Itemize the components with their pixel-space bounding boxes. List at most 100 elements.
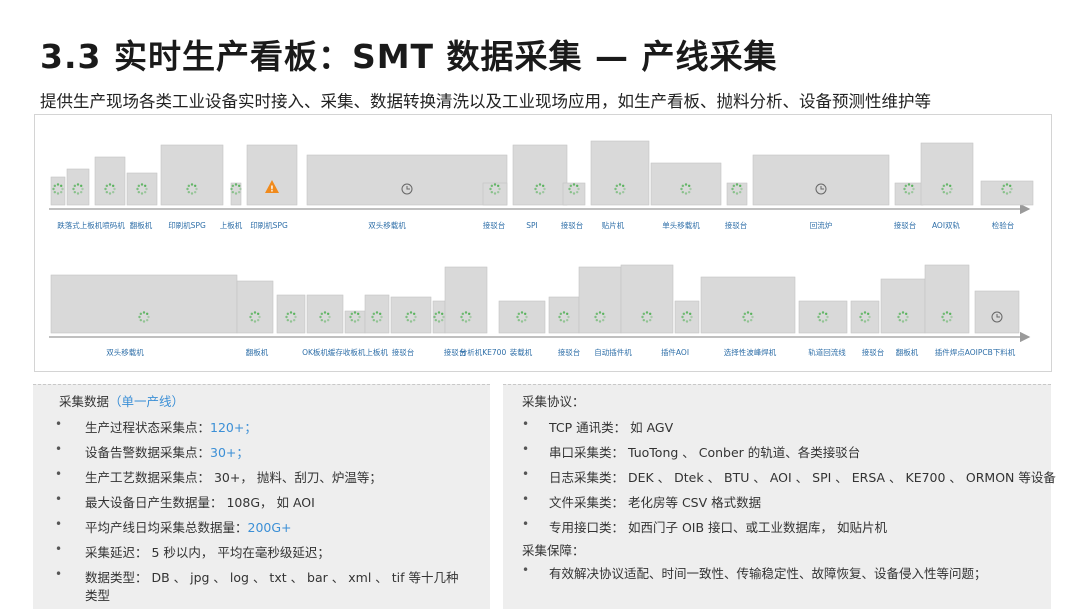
- loading-spinner-icon: [285, 311, 297, 323]
- machine: [246, 144, 298, 206]
- collection-protocol-panel: 采集协议： •TCP 通讯类： 如 AGV•串口采集类： TuoTong 、 C…: [503, 384, 1056, 609]
- row1-label-9: 贴片机: [602, 220, 625, 230]
- loading-spinner-icon: [319, 311, 331, 323]
- row1-label-5: 双头移载机: [368, 220, 406, 230]
- loading-spinner-icon: [1001, 183, 1013, 195]
- row1-label-13: 接驳台: [894, 220, 917, 230]
- collection-data-title-text: 采集数据: [59, 394, 110, 409]
- collection-data-item-text: 数据类型： DB 、 jpg 、 log 、 txt 、 bar 、 xml 、…: [85, 570, 459, 585]
- page-title: 3.3 实时生产看板：SMT 数据采集 — 产线采集: [40, 37, 778, 76]
- svg-text:!: !: [270, 185, 274, 194]
- machine: [512, 144, 568, 206]
- row1-label-6: 接驳台: [483, 220, 506, 230]
- loading-spinner-icon: [641, 311, 653, 323]
- loading-spinner-icon: [230, 183, 242, 195]
- machine: [276, 294, 306, 334]
- machine: [548, 296, 580, 334]
- machine: [920, 142, 974, 206]
- collection-data-wrap-text: 类型: [85, 588, 111, 603]
- loading-spinner-icon: [568, 183, 580, 195]
- collection-data-panel: 采集数据（单一产线） • 生产过程状态采集点：120+； • 设备告警数据采集点：30…: [33, 384, 490, 609]
- protocol-item-text: 日志采集类： DEK 、 Dtek 、 BTU 、 AOI 、 SPI 、 ER…: [549, 470, 1056, 485]
- row2-label-6: 装载机: [510, 347, 533, 357]
- collection-data-item-value: 120+；: [210, 420, 257, 435]
- bullet-icon: •: [522, 467, 530, 481]
- row1-label-8: 接驳台: [561, 220, 584, 230]
- clock-icon: [991, 311, 1003, 323]
- machine: [94, 156, 126, 206]
- row2-label-13: 翻板机: [896, 347, 919, 357]
- loading-spinner-icon: [72, 183, 84, 195]
- machine: [798, 300, 848, 334]
- protocol-item-text: TCP 通讯类： 如 AGV: [549, 420, 674, 435]
- machine: [306, 294, 344, 334]
- row2-label-14: 插件焊点AOIPCB下料机: [935, 347, 1016, 357]
- bullet-icon: •: [522, 417, 530, 431]
- loading-spinner-icon: [681, 311, 693, 323]
- loading-spinner-icon: [859, 311, 871, 323]
- loading-spinner-icon: [489, 183, 501, 195]
- bullet-icon: •: [55, 567, 63, 581]
- loading-spinner-icon: [534, 183, 546, 195]
- bullet-icon: •: [522, 492, 530, 506]
- row2-label-11: 轨道回流线: [808, 347, 846, 357]
- collection-data-item-text: 设备告警数据采集点：30+；: [85, 445, 249, 460]
- collection-data-title: 采集数据（单一产线）: [59, 391, 184, 410]
- bullet-icon: •: [522, 442, 530, 456]
- bullet-icon: •: [55, 467, 63, 481]
- row2-label-0: 双头移载机: [106, 347, 144, 357]
- bullet-icon: •: [55, 442, 63, 456]
- loading-spinner-icon: [433, 311, 445, 323]
- row1-label-0: 跌落式上板机喷码机: [57, 220, 125, 230]
- machine: [850, 300, 880, 334]
- row2-label-3: 接驳台: [392, 347, 415, 357]
- row1-label-3: 上板机: [220, 220, 243, 230]
- loading-spinner-icon: [371, 311, 383, 323]
- protocol-title: 采集协议：: [522, 394, 585, 409]
- loading-spinner-icon: [138, 311, 150, 323]
- loading-spinner-icon: [558, 311, 570, 323]
- collection-data-item-text: 生产过程状态采集点：120+；: [85, 420, 257, 435]
- bullet-icon: •: [55, 542, 63, 556]
- loading-spinner-icon: [731, 183, 743, 195]
- row2-label-2: OK板机缓存收板机上板机: [302, 347, 388, 357]
- row1-label-11: 接驳台: [725, 220, 748, 230]
- machine: [578, 266, 622, 334]
- collection-data-item-value: 200G+: [247, 520, 292, 535]
- loading-spinner-icon: [680, 183, 692, 195]
- bullet-icon: •: [55, 417, 63, 431]
- machine: [236, 280, 274, 334]
- clock-icon: [815, 183, 827, 195]
- loading-spinner-icon: [136, 183, 148, 195]
- collection-data-item-text: 生产工艺数据采集点： 30+， 抛料、刮刀、炉温等；: [85, 470, 382, 485]
- collection-data-title-highlight: （单一产线）: [109, 394, 185, 409]
- loading-spinner-icon: [903, 183, 915, 195]
- collection-data-item-text: 平均产线日均采集总数据量：200G+: [85, 520, 292, 535]
- collection-data-item-text: 采集延迟： 5 秒以内， 平均在毫秒级延迟；: [85, 545, 330, 560]
- machine: [924, 264, 970, 334]
- loading-spinner-icon: [516, 311, 528, 323]
- loading-spinner-icon: [742, 311, 754, 323]
- loading-spinner-icon: [349, 311, 361, 323]
- machine: [700, 276, 796, 334]
- warning-icon: !: [265, 180, 279, 194]
- row1-label-10: 单头移载机: [662, 220, 700, 230]
- machine: [974, 290, 1020, 334]
- row2-label-7: 接驳台: [558, 347, 581, 357]
- row2-label-8: 自动插件机: [594, 347, 632, 357]
- row2-label-10: 选择性波峰焊机: [724, 347, 777, 357]
- loading-spinner-icon: [817, 311, 829, 323]
- machine: [620, 264, 674, 334]
- bullet-icon: •: [55, 517, 63, 531]
- loading-spinner-icon: [186, 183, 198, 195]
- row2-label-5: 分析机KE700: [460, 347, 507, 357]
- machine: [590, 140, 650, 206]
- machine: [160, 144, 224, 206]
- protocol-item-text: 文件采集类： 老化房等 CSV 格式数据: [549, 495, 762, 510]
- collection-data-item-text: 最大设备日产生数据量： 108G， 如 AOI: [85, 495, 315, 510]
- loading-spinner-icon: [897, 311, 909, 323]
- bullet-icon: •: [522, 563, 530, 577]
- row2-label-12: 接驳台: [862, 347, 885, 357]
- machine: [390, 296, 432, 334]
